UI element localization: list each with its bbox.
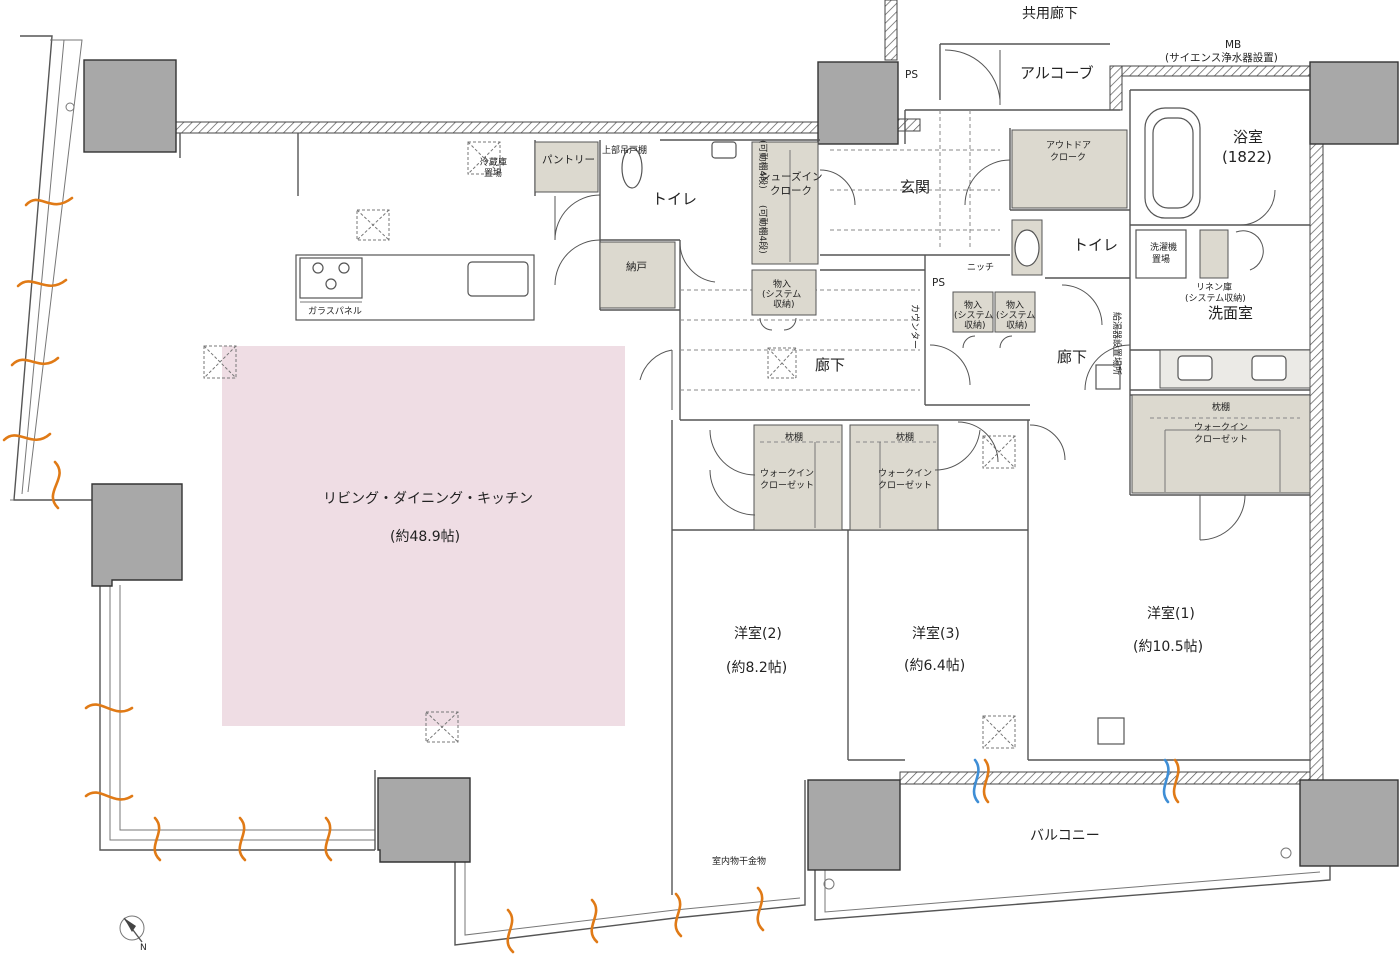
shoes-closet-sub-label: クローク bbox=[770, 185, 812, 197]
wic1-label: ウォークイン bbox=[760, 468, 814, 479]
movable-shelf-b-label: (可動棚4段) bbox=[757, 205, 769, 254]
water-heater-label: 給湯器設置場所 bbox=[1111, 312, 1123, 375]
mb-sub-label: (サイエンス浄水器設置) bbox=[1165, 51, 1278, 64]
washer-label: 洗濯機 bbox=[1150, 241, 1177, 253]
structural-pillars bbox=[83, 59, 1399, 871]
closet-details bbox=[760, 150, 1300, 528]
ps-top-label: PS bbox=[905, 69, 918, 81]
exterior-walls bbox=[174, 0, 1324, 785]
storage2-label: 物入 bbox=[964, 299, 982, 311]
washroom-label: 洗面室 bbox=[1208, 304, 1253, 322]
wic2-label: ウォークイン bbox=[878, 468, 932, 479]
room1-size-label: (約10.5帖) bbox=[1133, 639, 1203, 655]
linen-sub-label: (システム収納) bbox=[1185, 292, 1246, 304]
toilet-main-label: トイレ bbox=[652, 190, 697, 208]
outdoor-closet-sub-label: クローク bbox=[1050, 152, 1086, 163]
toilet-ldk-label: トイレ bbox=[1073, 236, 1118, 254]
drying-hardware-label: 室内物干金物 bbox=[712, 855, 766, 867]
kitchen-island bbox=[295, 254, 535, 321]
storage2-sub2-label: 収納) bbox=[964, 319, 986, 331]
ldk-name-label: リビング・ダイニング・キッチン bbox=[323, 491, 533, 507]
storage3-sub-label: (システム bbox=[996, 310, 1035, 321]
sink-icon bbox=[467, 261, 529, 297]
entrance-label: 玄関 bbox=[900, 178, 930, 196]
wic3-sub-label: クローゼット bbox=[1194, 433, 1248, 445]
storage-sub2-label: 収納) bbox=[773, 298, 795, 310]
shared-corridor-label: 共用廊下 bbox=[1022, 5, 1078, 22]
storage-sub-label: (システム bbox=[762, 289, 801, 300]
room3-size-label: (約6.4帖) bbox=[904, 658, 965, 674]
corridor-main-label: 廊下 bbox=[815, 356, 845, 374]
pillow-shelf-3-label: 枕棚 bbox=[1212, 401, 1230, 413]
shoes-closet-label: シューズイン bbox=[760, 170, 822, 183]
floor-heating-marks bbox=[2, 196, 765, 954]
compass-n-label: N bbox=[140, 943, 147, 953]
west-facade bbox=[10, 35, 94, 501]
linen-label: リネン庫 bbox=[1196, 281, 1232, 293]
room3-name-label: 洋室(3) bbox=[912, 625, 960, 642]
washer-sub-label: 置場 bbox=[1152, 253, 1170, 265]
doors bbox=[554, 49, 1276, 541]
fridge-sub-label: 置場 bbox=[484, 167, 502, 179]
room1-name-label: 洋室(1) bbox=[1147, 605, 1195, 622]
storage-label: 物入 bbox=[773, 278, 791, 290]
ldk-size-label: (約48.9帖) bbox=[390, 529, 460, 545]
bath-label: 浴室 bbox=[1233, 128, 1263, 146]
pillow-shelf-2-label: 枕棚 bbox=[896, 431, 914, 443]
balcony-label: バルコニー bbox=[1030, 828, 1100, 844]
storage3-label: 物入 bbox=[1006, 299, 1024, 311]
drain-grate-icon bbox=[1095, 364, 1121, 390]
compass-icon bbox=[119, 915, 145, 943]
upper-cabinet-label: 上部吊戸棚 bbox=[602, 144, 647, 156]
ldk-area bbox=[222, 346, 625, 726]
pillow-shelf-1-label: 枕棚 bbox=[785, 431, 803, 443]
alcove-label: アルコーブ bbox=[1020, 64, 1094, 82]
hallway-floor-lines bbox=[680, 110, 1000, 391]
glass-panel-label: ガラスパネル bbox=[308, 306, 362, 317]
niche-label: ニッチ bbox=[967, 262, 994, 273]
outdoor-closet-label: アウトドア bbox=[1046, 140, 1091, 151]
room2-size-label: (約8.2帖) bbox=[726, 660, 787, 676]
movable-shelf-a-label: (可動棚4段) bbox=[757, 140, 769, 189]
bath-size-label: (1822) bbox=[1222, 148, 1272, 166]
wic1-sub-label: クローゼット bbox=[760, 479, 814, 491]
corridor-east-label: 廊下 bbox=[1057, 348, 1087, 366]
toilet-icon bbox=[621, 141, 737, 189]
fridge-label: 冷蔵庫 bbox=[480, 156, 507, 168]
wic2-sub-label: クローゼット bbox=[878, 479, 932, 491]
ventilation-markers bbox=[203, 141, 1016, 749]
storage2-sub-label: (システム bbox=[954, 310, 993, 321]
room2-name-label: 洋室(2) bbox=[734, 625, 782, 642]
closet-nando-label: 納戸 bbox=[626, 260, 647, 273]
storage3-sub2-label: 収納) bbox=[1006, 319, 1028, 331]
counter-label: カウンター bbox=[909, 304, 920, 349]
ps-hall-label: PS bbox=[932, 277, 945, 289]
wic3-label: ウォークイン bbox=[1194, 422, 1248, 433]
pantry-label: パントリー bbox=[542, 154, 595, 166]
stove-burner-icon bbox=[312, 262, 350, 290]
bathroom-dryer-marks bbox=[972, 758, 1180, 804]
mb-label: MB bbox=[1225, 39, 1241, 51]
